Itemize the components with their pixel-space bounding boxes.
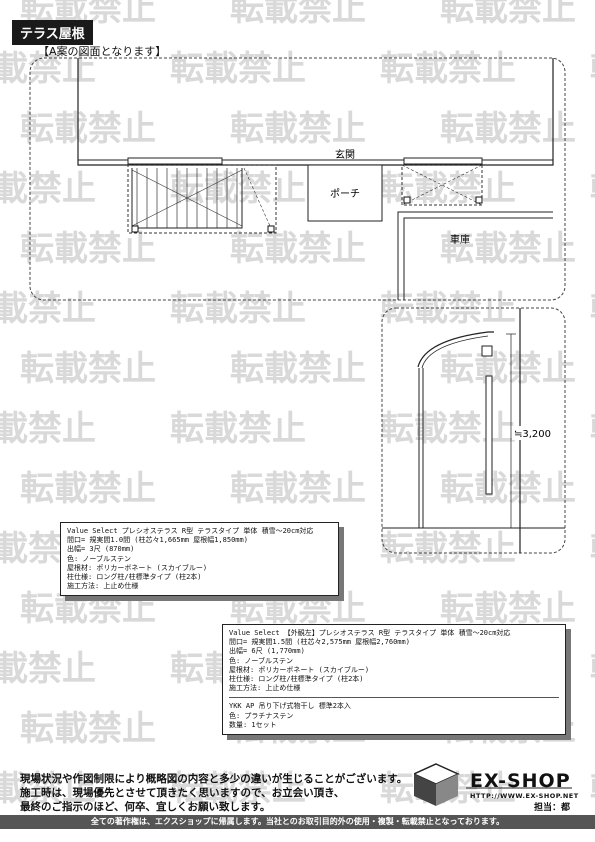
spec-line: 柱仕様: ロング柱/柱標準タイプ (柱2本) bbox=[229, 675, 364, 684]
spec-box-a: Value Select プレシオステラス R型 テラスタイプ 単体 積雪～20… bbox=[60, 522, 339, 597]
spec-line: 柱仕様: ロング柱/柱標準タイプ (柱2本) bbox=[67, 573, 202, 582]
entrance-label: 玄関 bbox=[335, 148, 355, 161]
spec-line: Value Select プレシオステラス R型 テラスタイプ 単体 積雪～20… bbox=[67, 527, 314, 535]
spec-line: Value Select 【外観左】プレシオステラス R型 テラスタイプ 単体 … bbox=[229, 629, 511, 637]
post-icon bbox=[475, 196, 483, 204]
terrace-b-gutter bbox=[403, 157, 483, 165]
post-icon bbox=[403, 196, 411, 204]
ex-shop-logo bbox=[414, 763, 572, 806]
clothes-pole bbox=[485, 375, 493, 495]
plan-boundary bbox=[29, 57, 566, 301]
garage-wall-inner bbox=[403, 217, 553, 300]
spec-line: 間口= 規実間1.0間 (柱芯々1,665mm 屋根幅1,850mm) bbox=[67, 536, 248, 545]
spec-line: 出幅= 3尺 (870mm) bbox=[67, 545, 135, 554]
porch bbox=[307, 164, 383, 222]
terrace-a-gutter bbox=[127, 157, 223, 165]
section-boundary bbox=[381, 307, 566, 554]
house-outline bbox=[77, 58, 554, 166]
footer-note-line: 現場状況や作図制限により概略図の内容と多少の違いが生じることがございます。 bbox=[20, 773, 408, 785]
terrace-a-rafters bbox=[136, 168, 238, 228]
brand-name: EX-SHOP bbox=[470, 770, 571, 792]
spec-line: 色: ノーブルステン bbox=[229, 656, 294, 665]
spec-line: 色: プラチナステン bbox=[229, 711, 294, 720]
post-icon bbox=[131, 225, 139, 233]
terrace-b-roof bbox=[401, 164, 483, 206]
spec-line: 色: ノーブルステン bbox=[67, 554, 132, 563]
spec-line: 施工方法: 上止め仕様 bbox=[67, 582, 139, 591]
copyright-bar: 全ての著作権は、エクスショップに帰属します。当社とのお取引目的外の使用・複製・転… bbox=[0, 815, 595, 829]
spec-line: 施工方法: 上止め仕様 bbox=[229, 684, 301, 693]
terrace-a-roof bbox=[127, 164, 277, 234]
spec-line: YKK AP 吊り下げ式物干し 標準2本入 bbox=[229, 702, 351, 711]
drawing-subtitle: 【A案の図面となります】 bbox=[38, 45, 167, 58]
roof-curve bbox=[417, 331, 494, 368]
brand-url[interactable]: HTTP://WWW.EX-SHOP.NET bbox=[470, 792, 579, 800]
footer-note: 現場状況や作図制限により概略図の内容と多少の違いが生じることがございます。 施工… bbox=[20, 772, 407, 814]
spec-divider bbox=[229, 697, 559, 699]
spec-line: 屋根材: ポリカーボネート (スカイブルー) bbox=[67, 563, 208, 572]
page-title: テラス屋根 bbox=[12, 20, 93, 45]
terrace-a-frame bbox=[131, 168, 243, 229]
spec-line: 屋根材: ポリカーボネート (スカイブルー) bbox=[229, 665, 370, 674]
footer-note-line: 施工時は、現場優先とさせて頂きたく思いますので、お立会い頂き、 bbox=[20, 787, 345, 799]
spec-line: 間口= 規実間1.5間 (柱芯々2,575mm 屋根幅2,760mm) bbox=[229, 638, 410, 647]
post-icon bbox=[267, 225, 275, 233]
garage-wall bbox=[397, 211, 553, 300]
staff-label: 担当：都 bbox=[534, 803, 571, 813]
height-label: ≒3,200 bbox=[514, 429, 551, 440]
spec-line: 出幅= 6尺 (1,770mm) bbox=[229, 647, 305, 656]
spec-line: 数量: 1セット bbox=[229, 720, 277, 729]
porch-label: ポーチ bbox=[330, 188, 360, 200]
garage-label: 車庫 bbox=[450, 233, 470, 246]
wall-bracket bbox=[481, 345, 493, 357]
footer-note-line: 最終のご指示のほど、何卒、宜しくお願い致します。 bbox=[20, 801, 271, 813]
spec-box-b: Value Select 【外観左】プレシオステラス R型 テラスタイプ 単体 … bbox=[222, 624, 566, 736]
